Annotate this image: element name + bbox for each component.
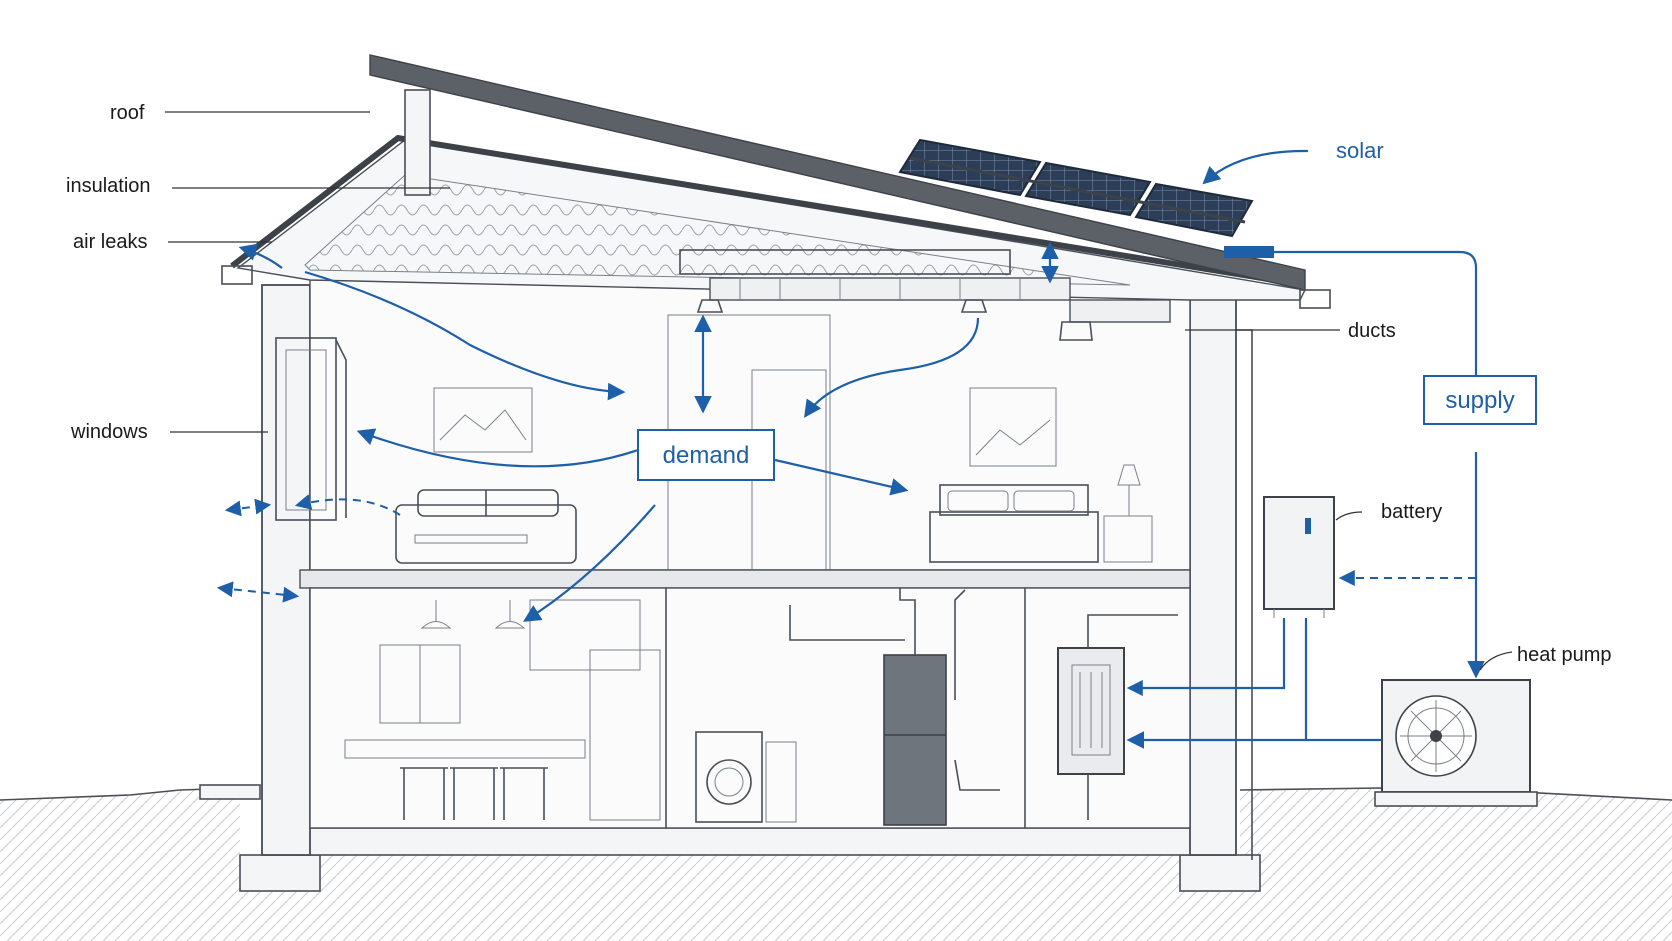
supply-flows [1130,246,1485,740]
solar-label: solar [1336,138,1384,163]
heat-pump-unit [1374,679,1538,807]
sofa [395,489,577,564]
demand-label: demand [663,442,750,469]
bed [929,464,1153,563]
battery-label: battery [1381,501,1442,523]
ground [0,787,1672,941]
roof-structure [221,54,1331,309]
heat-pump-label: heat pump [1517,644,1612,666]
supply-box: supply [1423,375,1537,425]
air-leaks-label: air leaks [73,231,147,253]
floor-slab [299,569,1191,589]
window [275,337,347,521]
insulation-label: insulation [66,175,151,197]
ductwork [696,277,1171,341]
upper-floor [309,279,1191,571]
roof-label: roof [110,102,145,124]
foundation [199,784,1261,892]
ducts-label: ducts [1348,320,1396,342]
demand-box: demand [637,429,775,481]
supply-label: supply [1445,387,1514,414]
battery-unit [1263,496,1335,618]
demand-flows [238,241,1059,622]
air-handler [883,654,947,826]
label-leaders [165,111,1513,671]
windows-label: windows [70,421,148,443]
solar-panels [898,138,1254,238]
lower-floor [309,587,1191,829]
leak-flows [216,494,401,603]
